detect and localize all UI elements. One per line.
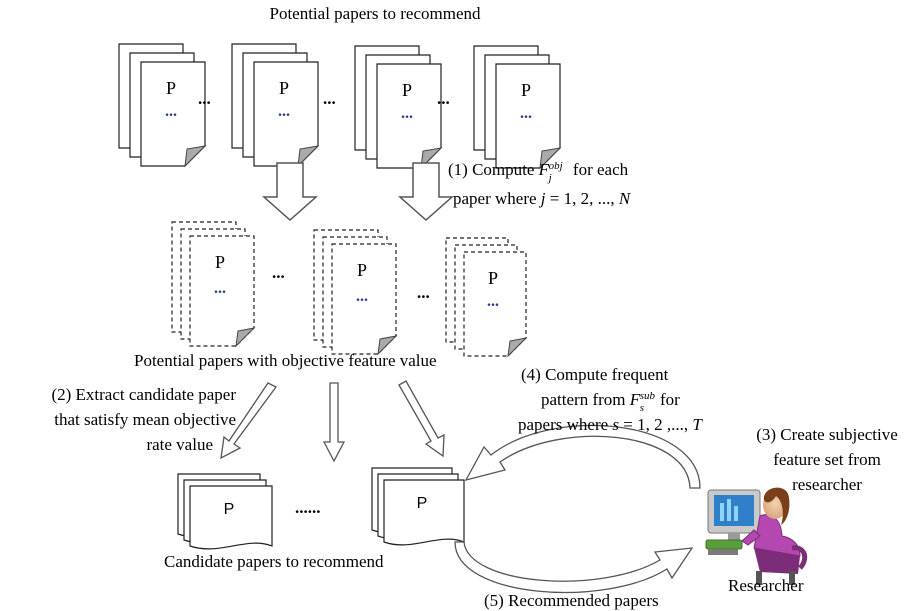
extract-arrow-right <box>398 380 445 458</box>
stack-gap-ellipsis: ... <box>323 89 336 108</box>
f-obj-subscript: j <box>548 172 552 184</box>
stack-gap-ellipsis: ... <box>198 89 211 108</box>
f-obj-base: F <box>538 160 550 179</box>
objective-stack-1: P... <box>171 221 256 348</box>
paper-ellipsis: ... <box>520 105 532 122</box>
researcher-figure <box>705 487 808 585</box>
step1-line2-prefix: paper where <box>453 189 541 208</box>
paper-stack-3: P... <box>354 45 443 170</box>
step1-var-n: N <box>618 189 631 208</box>
step1-range: = 1, 2, ..., <box>545 189 619 208</box>
paper-ellipsis: ... <box>487 293 499 310</box>
objective-papers-caption: Potential papers with objective feature … <box>134 351 437 370</box>
step1-prefix: (1) Compute <box>448 160 539 179</box>
paper-ellipsis: ... <box>356 288 368 305</box>
paper-stack-2: P... <box>231 43 320 168</box>
step2-line2: that satisfy mean objective <box>54 410 236 429</box>
candidate-stack-1: P <box>177 473 273 550</box>
paper-letter: P <box>417 495 428 512</box>
stack-gap-ellipsis: ... <box>272 263 285 282</box>
objective-stack-3: P... <box>445 237 528 358</box>
block-arrow-down-left <box>262 162 318 222</box>
f-sub-base: F <box>629 390 641 409</box>
paper-letter: P <box>521 80 531 100</box>
step1-line2: paper where j = 1, 2, ..., N <box>453 188 630 209</box>
paper-ellipsis: ... <box>401 105 413 122</box>
step2-line3: rate value <box>146 435 213 454</box>
recommended-papers-caption: (5) Recommended papers <box>484 591 659 610</box>
step1-suffix: for each <box>568 160 629 179</box>
paper-ellipsis: ... <box>278 103 290 120</box>
step4-range: = 1, 2 ,..., <box>619 415 693 434</box>
step4-var-s: s <box>612 415 620 434</box>
step3-line1: (3) Create subjective <box>756 425 898 444</box>
paper-letter: P <box>215 252 225 272</box>
paper-letter: P <box>224 501 235 518</box>
step4-line2-prefix: pattern from <box>541 390 630 409</box>
extract-arrow-left <box>220 382 277 460</box>
curved-arrow-to-researcher <box>454 541 694 594</box>
stack-gap-ellipsis: ... <box>437 89 450 108</box>
step3-line2: feature set from <box>773 450 881 469</box>
step4-line3-prefix: papers where <box>518 415 613 434</box>
step4-line2-suffix: for <box>655 390 680 409</box>
paper-ellipsis: ... <box>214 280 226 297</box>
step2-line1: (2) Extract candidate paper <box>51 385 236 404</box>
candidate-stack-2: P <box>371 467 465 546</box>
extract-arrow-middle <box>322 382 346 463</box>
paper-stack-4: P... <box>473 45 562 170</box>
step3-line3: researcher <box>792 475 862 494</box>
potential-papers-title: Potential papers to recommend <box>269 4 481 23</box>
paper-letter: P <box>357 260 367 280</box>
paper-ellipsis: ... <box>165 103 177 120</box>
step1-var-j: j <box>540 189 546 208</box>
block-arrow-down-right <box>398 162 454 222</box>
step4-line3: papers where s = 1, 2 ,..., T <box>518 414 702 435</box>
f-sub-superscript: sub <box>639 390 656 402</box>
paper-letter: P <box>279 78 289 98</box>
paper-letter: P <box>488 268 498 288</box>
objective-papers-stacks: P......P......P... <box>171 221 528 358</box>
paper-letter: P <box>402 80 412 100</box>
step4-var-t: T <box>692 415 702 434</box>
curved-arrow-to-candidates <box>464 424 701 489</box>
potential-papers-stacks: P......P......P......P... <box>118 43 562 170</box>
stack-gap-ellipsis: ...... <box>295 498 321 517</box>
f-obj-superscript: obj <box>548 160 563 172</box>
paper-stack-1: P... <box>118 43 207 168</box>
paper-letter: P <box>166 78 176 98</box>
candidate-papers-stacks: P...... P <box>177 467 465 550</box>
candidate-papers-caption: Candidate papers to recommend <box>164 552 384 571</box>
f-sub-subscript: s <box>639 402 645 414</box>
step4-line1: (4) Compute frequent <box>521 365 669 384</box>
objective-stack-2: P... <box>313 229 398 356</box>
researcher-caption: Researcher <box>728 576 804 595</box>
stack-gap-ellipsis: ... <box>417 283 430 302</box>
